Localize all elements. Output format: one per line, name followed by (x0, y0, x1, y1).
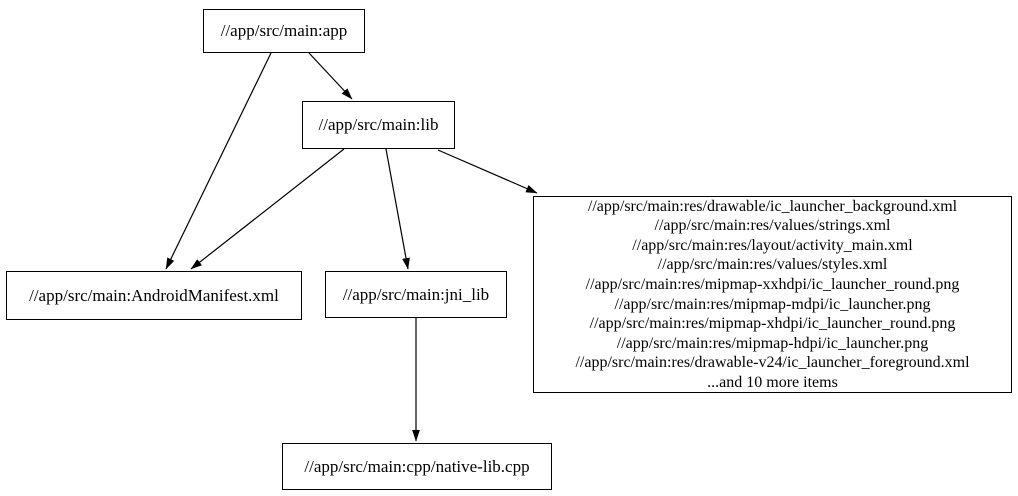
res-file-line: //app/src/main:res/values/styles.xml (657, 256, 888, 274)
res-file-line: //app/src/main:res/mipmap-hdpi/ic_launch… (616, 334, 929, 352)
res-file-line: //app/src/main:res/mipmap-xhdpi/ic_launc… (589, 315, 956, 333)
edge-app-to-lib (308, 52, 353, 100)
node-jni-lib-label: //app/src/main:jni_lib (342, 284, 490, 304)
res-more-items-line: ...and 10 more items (707, 373, 838, 391)
res-file-line: //app/src/main:res/values/strings.xml (654, 217, 891, 235)
node-native-lib-cpp-label: //app/src/main:cpp/native-lib.cpp (304, 456, 530, 476)
res-file-line: //app/src/main:res/mipmap-xxhdpi/ic_laun… (585, 275, 960, 293)
node-jni-lib: //app/src/main:jni_lib (325, 271, 507, 318)
edge-lib-to-jni-lib (385, 148, 410, 270)
res-file-line: //app/src/main:res/layout/activity_main.… (632, 236, 913, 254)
res-file-line: //app/src/main:res/drawable/ic_launcher_… (587, 197, 958, 215)
node-native-lib-cpp: //app/src/main:cpp/native-lib.cpp (282, 443, 552, 490)
node-android-manifest-label: //app/src/main:AndroidManifest.xml (29, 285, 279, 305)
edge-lib-to-manifest (190, 148, 345, 270)
node-android-manifest: //app/src/main:AndroidManifest.xml (6, 271, 302, 320)
res-file-line: //app/src/main:res/mipmap-mdpi/ic_launch… (614, 295, 931, 313)
edge-lib-to-res-files (437, 149, 538, 194)
node-lib: //app/src/main:lib (302, 101, 455, 149)
node-lib-label: //app/src/main:lib (318, 115, 439, 134)
res-file-line: //app/src/main:res/drawable-v24/ic_launc… (575, 354, 970, 372)
node-app: //app/src/main:app (203, 9, 365, 53)
edge-app-to-manifest (165, 52, 272, 270)
node-app-label: //app/src/main:app (220, 21, 348, 40)
node-res-files: //app/src/main:res/drawable/ic_launcher_… (533, 196, 1012, 393)
